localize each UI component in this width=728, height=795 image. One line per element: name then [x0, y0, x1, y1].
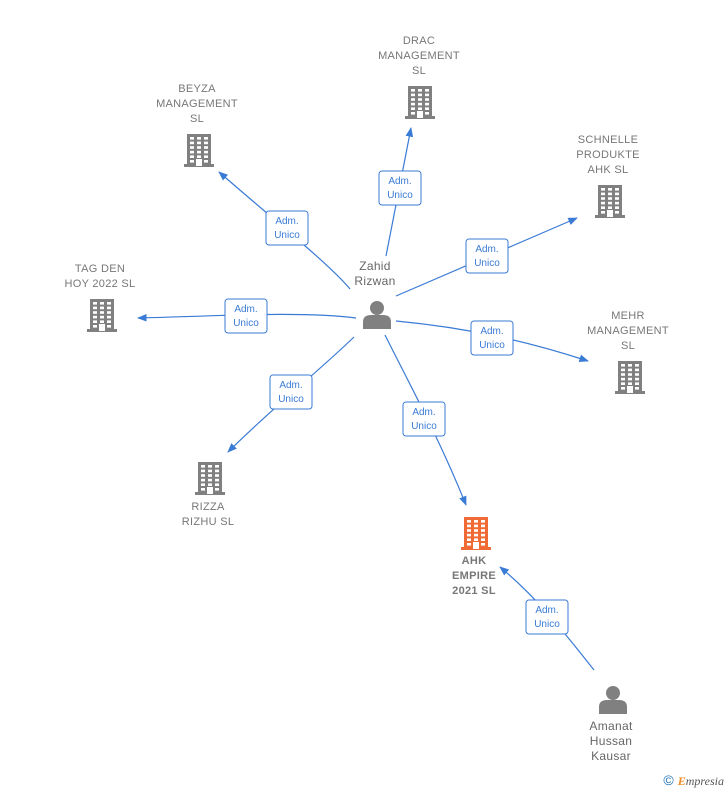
node-label-drac: SL — [412, 65, 426, 77]
edge-zahid-mehr: Adm. Unico — [395, 320, 589, 362]
node-label-rizza: RIZZA — [191, 501, 225, 513]
node-label-amanat: Kausar — [591, 749, 631, 763]
edge-zahid-tagden: Adm. Unico — [137, 298, 357, 334]
node-label-ahk: AHK — [462, 555, 487, 567]
building-icon — [615, 361, 645, 394]
edge-label-text: Adm. — [388, 176, 411, 187]
node-tagden[interactable]: TAG DEN HOY 2022 SL — [65, 263, 136, 332]
node-label-schnelle: PRODUKTE — [576, 149, 640, 161]
building-icon — [195, 462, 225, 495]
edge-label-text: Unico — [411, 421, 437, 432]
node-mehr[interactable]: MEHR MANAGEMENT SL — [587, 310, 669, 394]
node-ahk[interactable]: AHK EMPIRE 2021 SL — [452, 517, 496, 597]
node-beyza[interactable]: BEYZA MANAGEMENT SL — [156, 83, 238, 167]
node-label-beyza: MANAGEMENT — [156, 98, 238, 110]
building-icon — [461, 517, 491, 550]
node-label-tagden: HOY 2022 SL — [65, 278, 136, 290]
edge-label-zahid-tagden[interactable]: Adm. Unico — [224, 298, 268, 334]
edge-zahid-rizza: Adm. Unico — [227, 336, 355, 453]
edge-label-zahid-beyza[interactable]: Adm. Unico — [265, 210, 309, 246]
edge-label-text: Adm. — [475, 244, 498, 255]
edge-label-box — [525, 599, 569, 635]
edge-label-zahid-ahk[interactable]: Adm. Unico — [402, 401, 446, 437]
edge-label-box — [224, 298, 268, 334]
node-label-schnelle: SCHNELLE — [578, 134, 638, 146]
node-label-mehr: SL — [621, 340, 635, 352]
edge-zahid-drac: Adm. Unico — [378, 127, 422, 257]
building-icon — [184, 134, 214, 167]
person-icon — [363, 301, 391, 329]
edge-label-text: Unico — [534, 619, 560, 630]
node-label-beyza: BEYZA — [178, 83, 216, 95]
edge-label-text: Unico — [474, 258, 500, 269]
node-label-mehr: MANAGEMENT — [587, 325, 669, 337]
building-icon — [405, 86, 435, 119]
node-label-drac: MANAGEMENT — [378, 50, 460, 62]
node-label-ahk: 2021 SL — [452, 585, 496, 597]
edge-label-box — [265, 210, 309, 246]
edge-label-box — [402, 401, 446, 437]
edge-label-text: Unico — [233, 318, 259, 329]
edge-label-text: Adm. — [535, 605, 558, 616]
node-label-tagden: TAG DEN — [75, 263, 125, 275]
person-icon — [599, 686, 627, 714]
node-label-mehr: MEHR — [611, 310, 645, 322]
edge-zahid-schnelle: Adm. Unico — [395, 217, 578, 297]
edge-label-text: Unico — [387, 190, 413, 201]
edge-label-amanat-ahk[interactable]: Adm. Unico — [525, 599, 569, 635]
edge-label-text: Unico — [479, 340, 505, 351]
edge-label-text: Adm. — [279, 380, 302, 391]
node-label-drac: DRAC — [403, 35, 435, 47]
building-icon — [595, 185, 625, 218]
building-icon — [87, 299, 117, 332]
node-rizza[interactable]: RIZZA RIZHU SL — [182, 462, 235, 528]
brand-logo: Empresia — [677, 774, 724, 788]
edge-label-zahid-rizza[interactable]: Adm. Unico — [269, 374, 313, 410]
edge-label-text: Adm. — [234, 304, 257, 315]
edge-zahid-ahk: Adm. Unico — [384, 334, 467, 506]
node-label-zahid: Rizwan — [354, 274, 395, 288]
edge-label-zahid-mehr[interactable]: Adm. Unico — [470, 320, 514, 356]
edge-zahid-beyza: Adm. Unico — [218, 171, 351, 290]
copyright-footer: ©Empresia — [663, 772, 724, 789]
node-label-beyza: SL — [190, 113, 204, 125]
edge-label-text: Adm. — [412, 407, 435, 418]
edge-label-text: Unico — [278, 394, 304, 405]
edge-label-box — [470, 320, 514, 356]
edge-label-box — [269, 374, 313, 410]
edge-label-text: Unico — [274, 230, 300, 241]
copyright-icon: © — [663, 772, 674, 788]
node-schnelle[interactable]: SCHNELLE PRODUKTE AHK SL — [576, 134, 640, 218]
node-label-ahk: EMPIRE — [452, 570, 496, 582]
node-label-zahid: Zahid — [359, 259, 391, 273]
node-label-schnelle: AHK SL — [588, 164, 629, 176]
edge-label-text: Adm. — [275, 216, 298, 227]
node-label-amanat: Hussan — [590, 734, 633, 748]
edge-label-box — [378, 170, 422, 206]
edge-amanat-ahk: Adm. Unico — [499, 566, 595, 671]
edge-label-text: Adm. — [480, 326, 503, 337]
node-label-amanat: Amanat — [589, 719, 633, 733]
edge-label-zahid-drac[interactable]: Adm. Unico — [378, 170, 422, 206]
node-drac[interactable]: DRAC MANAGEMENT SL — [378, 35, 460, 119]
edge-label-box — [465, 238, 509, 274]
node-label-rizza: RIZHU SL — [182, 516, 235, 528]
edge-label-zahid-schnelle[interactable]: Adm. Unico — [465, 238, 509, 274]
